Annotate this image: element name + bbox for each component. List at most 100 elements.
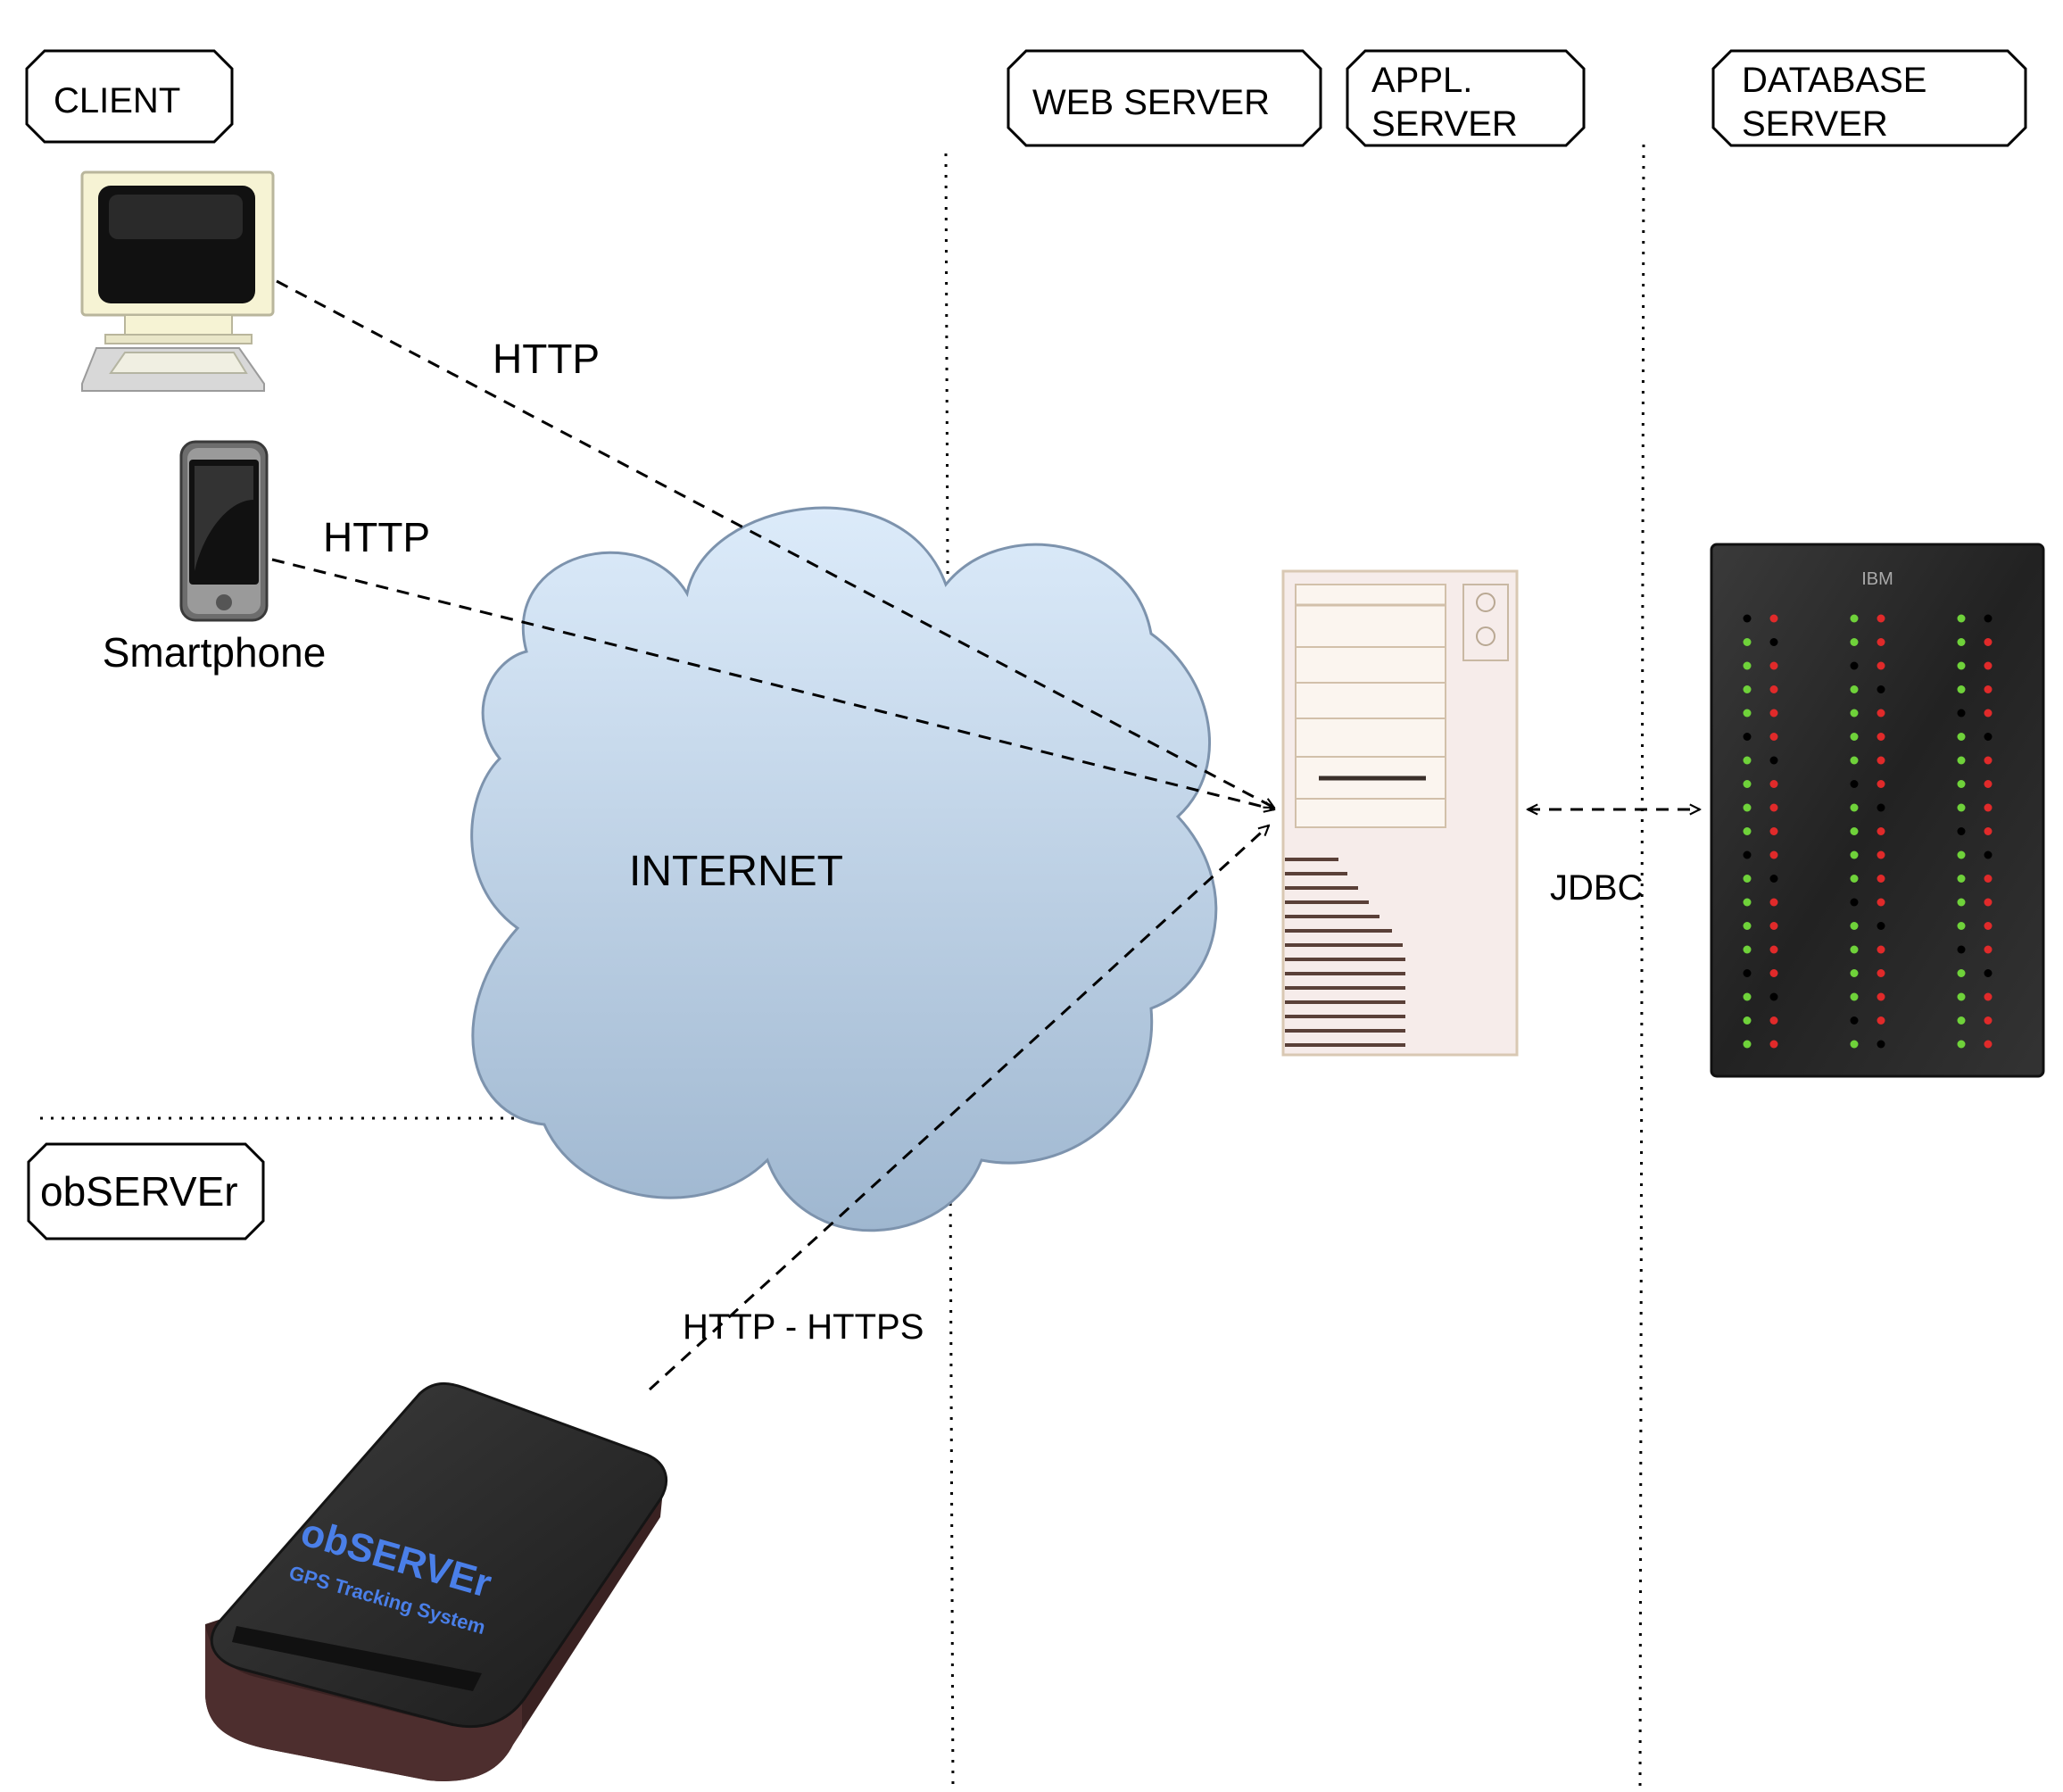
led-indicator [1957,709,1966,718]
led-indicator [1850,733,1859,741]
led-indicator [1957,1016,1966,1025]
led-indicator [1743,945,1752,954]
internet-cloud: INTERNET [470,506,1218,1232]
led-indicator [1769,992,1778,1001]
zone-label-client: CLIENT [54,81,180,120]
led-indicator [1769,922,1778,930]
led-indicator [1877,803,1885,812]
led-indicator [1769,803,1778,812]
zone-header-appl-server: APPL. SERVER [1346,49,1586,147]
zone-header-observer: obSERVEr [27,1142,265,1240]
led-indicator [1877,756,1885,765]
led-indicator [1877,709,1885,718]
led-indicator [1743,733,1752,741]
led-indicator [1743,709,1752,718]
led-indicator [1877,898,1885,907]
zone-label-web-server: WEB SERVER [1032,83,1270,122]
led-indicator [1957,756,1966,765]
gps-tracker-icon: obSERVEr GPS Tracking System [205,1381,668,1781]
zone-separators [40,144,1645,1792]
led-indicator [1877,945,1885,954]
led-indicator [1850,685,1859,693]
led-indicator [1877,922,1885,930]
led-indicator [1984,614,1993,623]
led-indicator [1743,803,1752,812]
link-label-phone-http: HTTP [323,514,430,560]
led-indicator [1743,661,1752,670]
led-indicator [1957,614,1966,623]
led-indicator [1984,685,1993,693]
led-indicator [1984,756,1993,765]
led-indicator [1877,1040,1885,1049]
led-indicator [1957,638,1966,646]
led-indicator [1984,875,1993,883]
led-indicator [1877,827,1885,835]
led-indicator [1850,850,1859,859]
led-indicator [1984,1016,1993,1025]
led-indicator [1877,992,1885,1001]
led-indicator [1850,992,1859,1001]
smartphone-label: Smartphone [103,629,327,676]
led-indicator [1769,780,1778,788]
zone-header-client: CLIENT [25,49,234,144]
led-indicator [1743,922,1752,930]
zone-label-appl-line2: SERVER [1371,104,1518,144]
led-indicator [1743,1040,1752,1049]
led-indicator [1769,945,1778,954]
led-indicator [1957,1040,1966,1049]
led-indicator [1957,685,1966,693]
led-indicator [1769,875,1778,883]
led-indicator [1769,827,1778,835]
led-indicator [1743,756,1752,765]
smartphone-icon: Smartphone [103,440,327,676]
led-indicator [1850,945,1859,954]
zone-label-db-line1: DATABASE [1742,61,1926,100]
led-indicator [1957,922,1966,930]
led-indicator [1984,850,1993,859]
led-indicator [1984,945,1993,954]
led-indicator [1743,638,1752,646]
led-indicator [1984,733,1993,741]
zone-label-appl-line1: APPL. [1371,61,1472,100]
separator-app-db [1638,144,1645,1792]
led-indicator [1769,969,1778,977]
link-phone-to-server [271,558,1274,809]
led-indicator [1877,614,1885,623]
led-indicator [1769,1016,1778,1025]
led-indicator [1743,850,1752,859]
led-indicator [1769,898,1778,907]
mainframe-brand-label: IBM [1861,569,1893,589]
cloud-shape [470,506,1218,1232]
led-indicator [1957,898,1966,907]
zone-box [25,49,234,144]
led-indicator [1850,922,1859,930]
led-indicator [1850,780,1859,788]
led-indicator [1850,756,1859,765]
led-indicator [1850,614,1859,623]
led-indicator [1850,969,1859,977]
led-indicator [1877,685,1885,693]
mainframe-icon: IBM [1710,543,2045,1078]
led-indicator [1769,709,1778,718]
led-indicator [1743,969,1752,977]
led-indicator [1850,898,1859,907]
led-indicator [1984,1040,1993,1049]
led-indicator [1743,780,1752,788]
mainframe-led-field [1743,614,1993,1049]
led-indicator [1743,875,1752,883]
desktop-computer-icon [80,170,275,392]
link-label-tracker-http-https: HTTP - HTTPS [683,1307,924,1347]
zone-box [27,1142,265,1240]
led-indicator [1957,969,1966,977]
led-indicator [1984,969,1993,977]
led-indicator [1957,733,1966,741]
led-indicator [1769,661,1778,670]
led-indicator [1743,614,1752,623]
led-indicator [1957,945,1966,954]
link-label-pc-http: HTTP [493,336,600,382]
zone-label-observer: obSERVEr [40,1168,238,1215]
led-indicator [1769,685,1778,693]
led-indicator [1850,875,1859,883]
led-indicator [1743,685,1752,693]
